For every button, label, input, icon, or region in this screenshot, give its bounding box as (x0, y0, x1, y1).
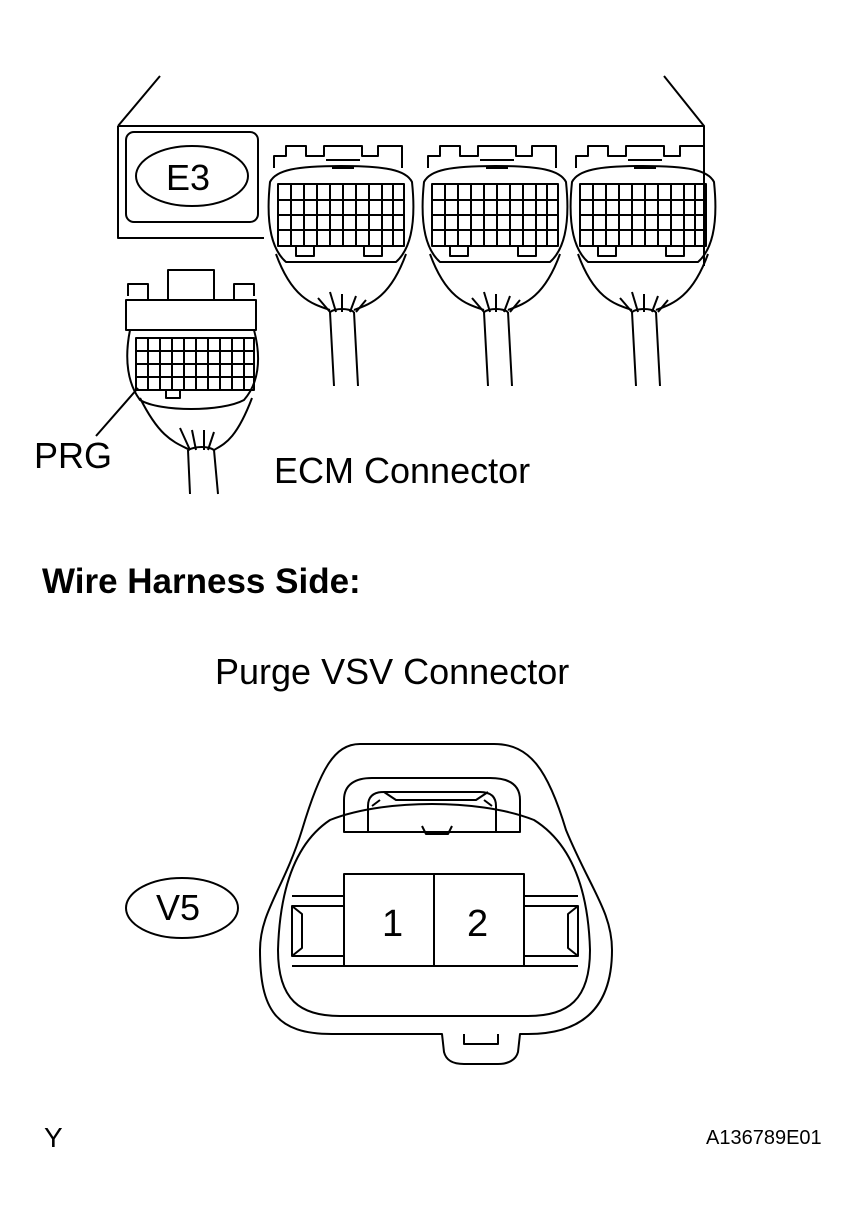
vsv-pin-2 (433, 873, 525, 967)
e3-label-frame (125, 131, 259, 223)
ecm-socket-1 (267, 145, 415, 387)
harness-connector-e3 (125, 269, 260, 495)
ecm-connector-caption: ECM Connector (274, 450, 531, 491)
vsv-pin-2-label: 2 (467, 903, 489, 945)
vsv-connector (259, 743, 613, 1065)
e3-connector-code: E3 (166, 157, 211, 198)
figure-code: A136789E01 (706, 1127, 822, 1149)
v5-connector-code: V5 (156, 887, 201, 928)
prg-terminal-label: PRG (34, 435, 113, 476)
section-heading: Wire Harness Side: (42, 562, 361, 601)
prg-leader-line (95, 387, 139, 437)
e3-connector-oval (135, 145, 249, 207)
v5-connector-oval (125, 877, 239, 939)
purge-vsv-caption: Purge VSV Connector (215, 651, 570, 692)
vsv-pin-1-label: 1 (382, 903, 404, 945)
ecm-socket-3 (569, 145, 717, 387)
ecm-socket-2 (421, 145, 569, 387)
footer-mark: Y (44, 1122, 63, 1153)
